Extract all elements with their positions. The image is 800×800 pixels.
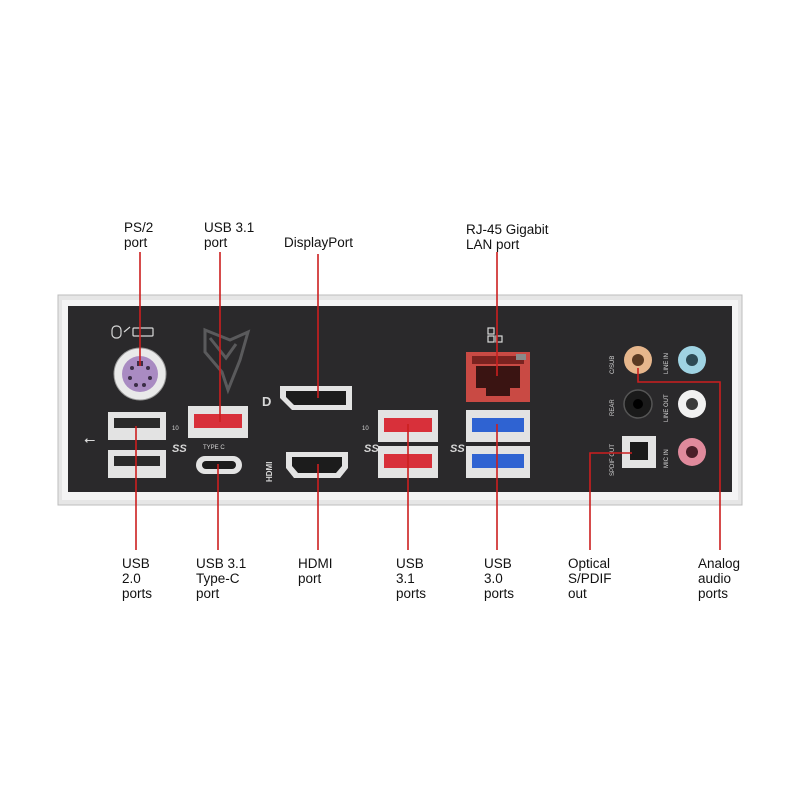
label-usb31-port: USB 3.1 port — [204, 220, 255, 250]
label-hdmi-port: HDMI port — [298, 556, 333, 586]
label-usb30-ports: USB 3.0 ports — [484, 556, 515, 601]
rog-logo — [203, 327, 251, 395]
label-ps2-port: PS/2 port — [124, 220, 154, 250]
rear-label: REAR — [610, 399, 616, 416]
ps2-port — [122, 356, 158, 392]
ps2-icons — [111, 325, 154, 339]
label-usb31-typec: USB 3.1 Type-C port — [196, 556, 247, 601]
hdmi-panel-label: HDMI — [265, 462, 274, 482]
callout-lines — [135, 252, 721, 550]
label-displayport: DisplayPort — [284, 235, 354, 250]
callout-analog — [637, 368, 721, 550]
rj45-led-right — [516, 354, 526, 360]
label-rj45-port: RJ-45 Gigabit LAN port — [466, 222, 549, 252]
label-spdif-out: Optical S/PDIF out — [568, 556, 612, 601]
label-usb31-ports: USB 3.1 ports — [396, 556, 427, 601]
label-usb20-ports: USB 2.0 ports — [122, 556, 153, 601]
ss10-label-right: 10 — [362, 426, 369, 432]
callout-spdif — [589, 452, 632, 550]
ss10-label-left: 10 — [172, 426, 179, 432]
spdif-out-label: SPDIF OUT — [610, 444, 616, 476]
network-icon — [487, 327, 503, 343]
line-out-label: LINE OUT — [664, 394, 670, 422]
usb-symbol-icon: ⭠ — [84, 432, 95, 448]
c-sub-label: C/SUB — [610, 356, 616, 374]
type-c-label: TYPE C — [203, 445, 225, 451]
ss-icon-usb30: SS — [450, 443, 465, 455]
displayport-icon: D — [262, 394, 271, 409]
line-in-label: LINE IN — [664, 353, 670, 374]
mic-in-label: MIC IN — [664, 449, 670, 468]
ss10-icon-left: SS — [172, 443, 187, 455]
ss10-icon-right: SS — [364, 443, 379, 455]
label-analog-audio: Analog audio ports — [698, 556, 741, 601]
